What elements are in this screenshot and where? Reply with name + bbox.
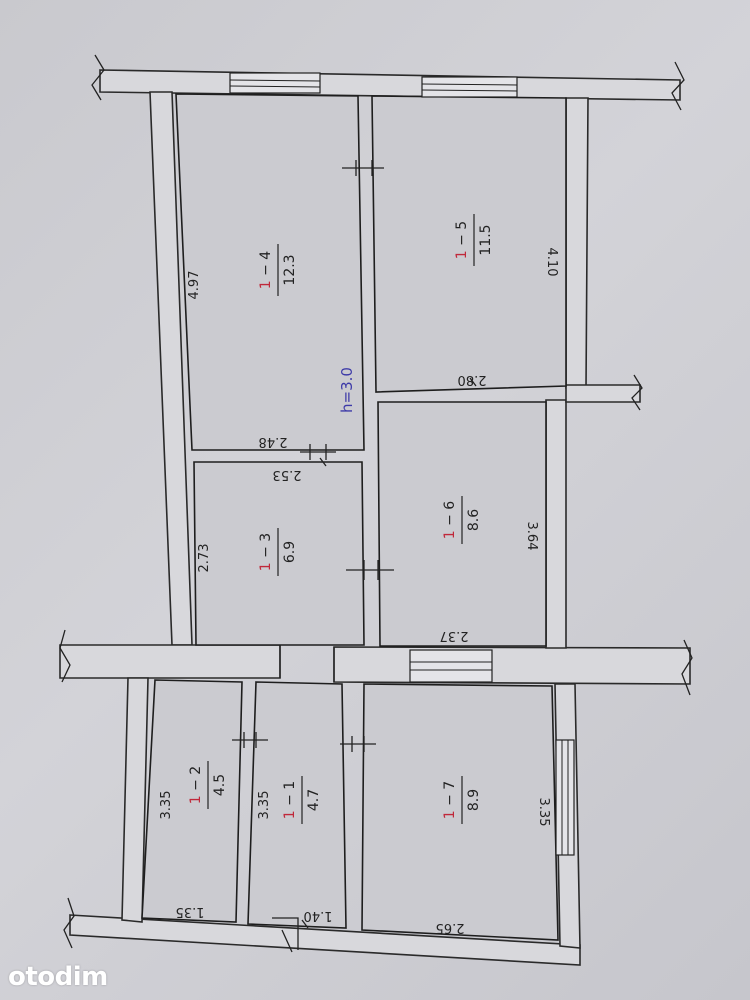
dim-room-1-5-width: 2.80 (458, 372, 487, 387)
exterior-wall-right-upper (565, 97, 589, 389)
room-1-7-label: 1 − 7 8.9 (442, 776, 482, 824)
room-1-3-outline (193, 461, 365, 646)
room-number: 7 (442, 781, 458, 790)
room-area: 12.3 (282, 254, 298, 285)
room-number: 6 (442, 501, 458, 510)
room-area: 6.9 (282, 541, 298, 563)
room-area: 11.5 (478, 224, 494, 255)
dim-room-1-5-length: 4.10 (544, 248, 559, 277)
dim-room-1-3-width: 2.53 (273, 467, 302, 482)
corridor-edge (279, 645, 335, 682)
dim-room-1-3-length: 2.73 (197, 544, 212, 573)
room-area: 4.5 (212, 774, 228, 796)
door-marks (232, 160, 394, 953)
break-mark-top-right (671, 61, 685, 111)
room-number: 4 (258, 251, 274, 260)
room-prefix: 1 (282, 810, 298, 819)
room-area: 4.7 (306, 789, 322, 811)
window-right-lower (555, 739, 575, 856)
room-1-7-outline (361, 683, 559, 941)
dim-room-1-2-length: 3.35 (159, 791, 174, 820)
room-separator: − (442, 790, 458, 806)
room-separator: − (258, 260, 274, 276)
break-mark-right-stub (631, 374, 643, 411)
dim-room-1-2-width: 1.35 (176, 904, 205, 919)
svg-text:1 − 7: 1 − 7 (442, 781, 458, 819)
room-number: 1 (282, 781, 298, 790)
room-1-1-outline (247, 681, 347, 929)
room-area: 8.6 (466, 509, 482, 531)
room-number: 5 (454, 221, 470, 230)
svg-text:1 − 6: 1 − 6 (442, 501, 458, 540)
room-prefix: 1 (258, 562, 274, 571)
svg-text:1 − 3: 1 − 3 (258, 533, 274, 571)
room-1-6-label: 1 − 6 8.6 (442, 496, 482, 544)
dim-room-1-1-width: 1.40 (304, 908, 333, 923)
room-separator: − (442, 510, 458, 526)
room-area: 8.9 (466, 789, 482, 811)
interior-wall-right-lower (545, 399, 567, 649)
dim-room-1-7-length: 3.35 (536, 798, 551, 827)
dim-room-1-1-length: 3.35 (257, 791, 272, 820)
room-1-2-label: 1 − 2 4.5 (188, 761, 228, 809)
dim-room-1-7-width: 2.65 (436, 920, 465, 935)
room-separator: − (188, 775, 204, 791)
dim-room-1-6-length: 3.64 (524, 522, 539, 551)
break-mark-mid-left (59, 629, 71, 683)
room-prefix: 1 (442, 810, 458, 819)
dim-room-1-4-length: 4.97 (187, 271, 202, 300)
interior-wall-middle-right (333, 646, 691, 685)
svg-text:1 − 1: 1 − 1 (282, 781, 298, 819)
window-top-right (421, 76, 518, 98)
room-separator: − (282, 790, 298, 806)
break-mark-mid-right (681, 639, 693, 696)
svg-text:1 − 4: 1 − 4 (258, 251, 274, 290)
room-1-3-label: 1 − 3 6.9 (258, 528, 298, 576)
room-1-1-label: 1 − 1 4.7 (282, 776, 322, 824)
break-mark-bottom-left (63, 897, 75, 949)
room-prefix: 1 (188, 795, 204, 804)
window-top-left (229, 72, 321, 94)
window-middle (409, 649, 493, 683)
dim-room-1-4-width: 2.48 (259, 434, 288, 449)
svg-text:1 − 2: 1 − 2 (188, 766, 204, 804)
break-mark-top-left (91, 54, 105, 101)
room-prefix: 1 (454, 250, 470, 259)
dimension-ticks (301, 377, 477, 929)
exterior-wall-left-lower (121, 677, 149, 923)
room-separator: − (454, 230, 470, 246)
room-1-2-outline (141, 679, 243, 923)
svg-text:1 − 5: 1 − 5 (454, 221, 470, 259)
room-1-4-label: 1 − 4 12.3 (258, 244, 298, 296)
room-number: 3 (258, 533, 274, 542)
interior-wall-middle (59, 644, 281, 679)
room-prefix: 1 (442, 530, 458, 539)
ceiling-height-note: h=3.0 (338, 367, 356, 413)
room-prefix: 1 (258, 280, 274, 289)
exterior-wall-right-stub (565, 384, 641, 403)
exterior-wall-bottom (69, 914, 581, 966)
dim-room-1-6-width: 2.37 (440, 628, 469, 643)
room-1-4-outline (175, 93, 365, 451)
room-number: 2 (188, 766, 204, 775)
room-separator: − (258, 542, 274, 558)
watermark-logo: otodim (8, 962, 108, 992)
room-1-5-label: 1 − 5 11.5 (454, 214, 494, 266)
